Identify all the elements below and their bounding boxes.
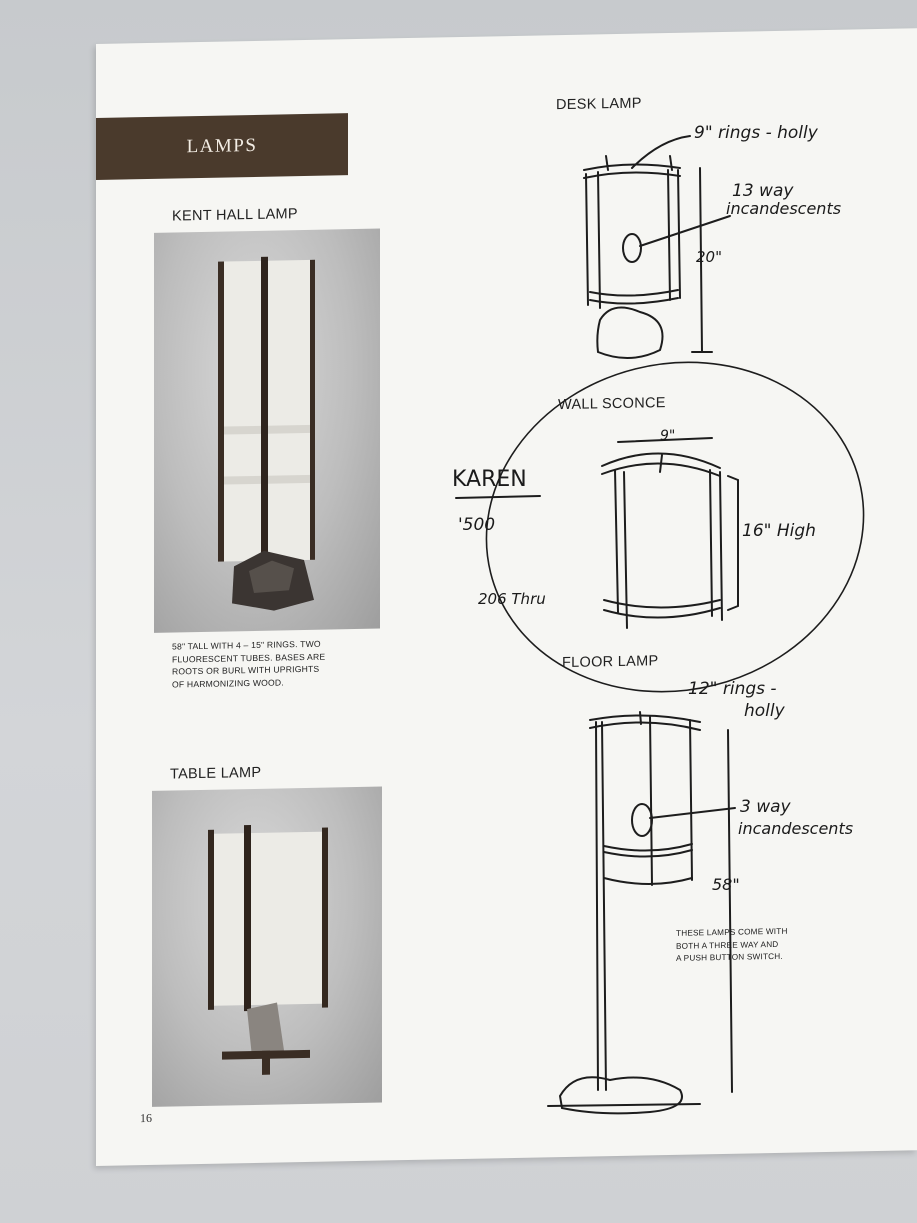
kent-hall-caption: 58" TALL WITH 4 – 15" RINGS. TWO FLUORES…: [172, 638, 325, 691]
kent-hall-lamp-image: [218, 256, 315, 611]
section-banner: LAMPS: [96, 113, 348, 180]
wall-sconce-heading: WALL SCONCE: [558, 395, 666, 414]
switch-caption: THESE LAMPS COME WITH BOTH A THREE WAY A…: [676, 926, 788, 966]
desk-lamp-heading: DESK LAMP: [556, 95, 642, 114]
caption-line: OF HARMONIZING WOOD.: [172, 676, 284, 690]
table-lamp-photo: [152, 786, 382, 1107]
section-title: LAMPS: [186, 134, 258, 158]
page-number: 16: [140, 1110, 152, 1126]
table-lamp-image: [208, 825, 328, 1075]
kent-hall-heading: KENT HALL LAMP: [172, 206, 298, 225]
kent-hall-photo: [154, 228, 380, 633]
table-lamp-heading: TABLE LAMP: [170, 764, 262, 783]
caption-line: A PUSH BUTTON SWITCH.: [676, 951, 783, 963]
catalog-page: LAMPS KENT HALL LAMP 58" TALL WITH 4 – 1…: [96, 28, 917, 1167]
floor-lamp-heading: FLOOR LAMP: [562, 653, 659, 672]
